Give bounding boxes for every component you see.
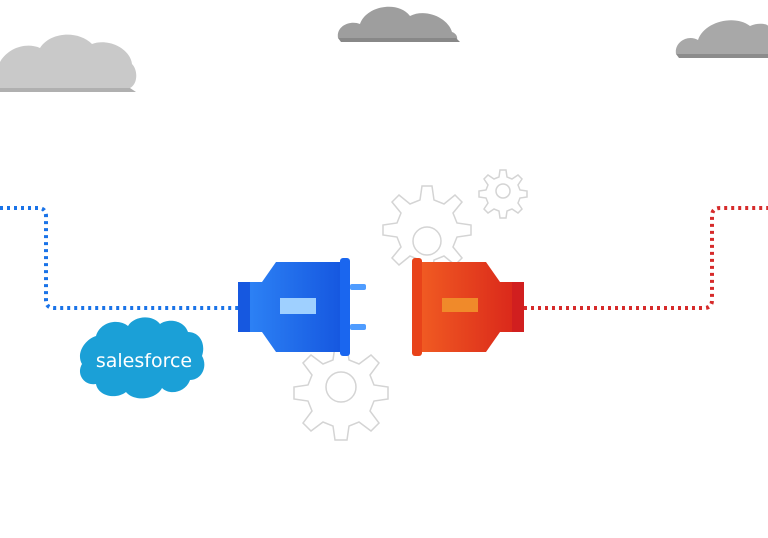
gear-icon <box>382 185 472 275</box>
gear-icon <box>293 345 389 441</box>
cloud-icon <box>337 6 460 42</box>
cloud-icon <box>0 34 137 92</box>
logo-text: salesforce <box>96 350 192 372</box>
gear-icon <box>478 169 528 219</box>
red-wire <box>524 206 768 310</box>
cloud-icon <box>675 20 768 58</box>
plug-icon <box>238 258 366 356</box>
salesforce-logo: salesforce <box>79 317 205 399</box>
blue-wire <box>0 206 238 310</box>
socket-icon <box>412 258 524 356</box>
logo-cloud <box>79 317 205 399</box>
